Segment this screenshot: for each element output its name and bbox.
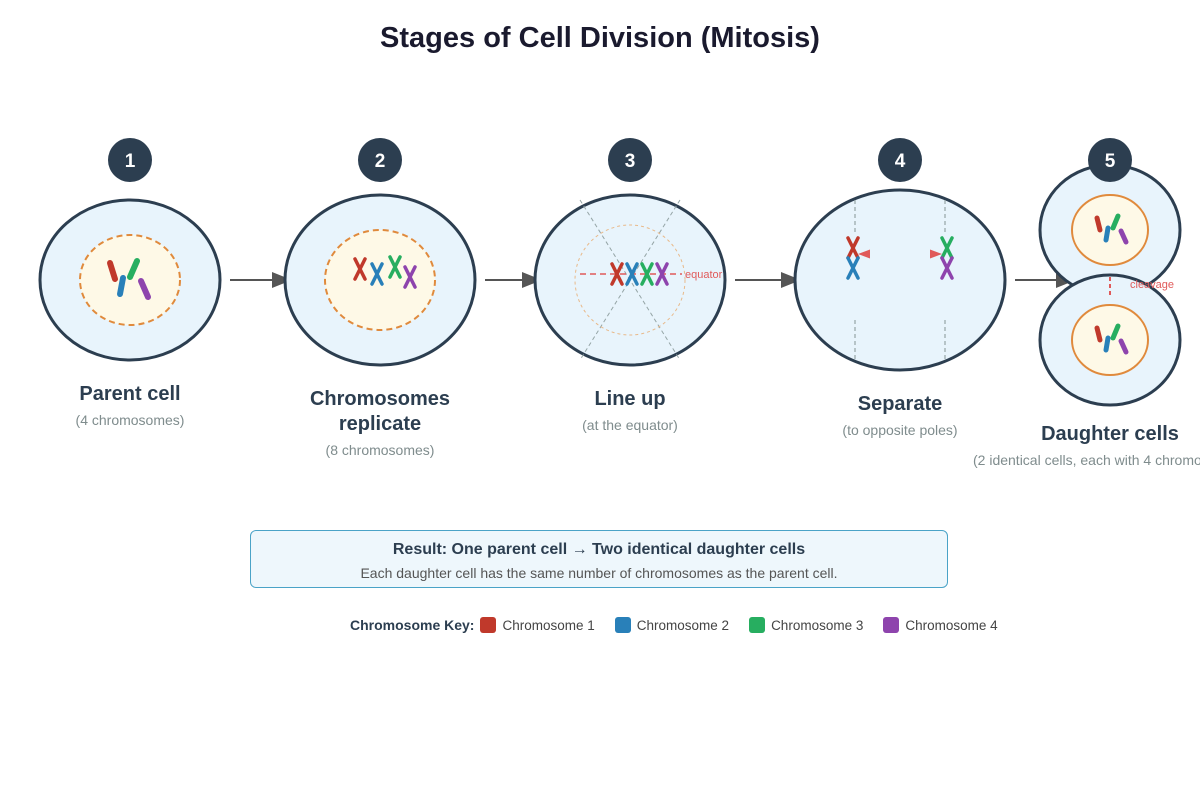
key-label-2: Chromosome 2: [636, 617, 730, 633]
key-item-chromosome-2: Chromosome 2: [614, 617, 730, 633]
mitosis-diagram: 1 Parent cell (4 chromosomes) 2 Chromoso…: [38, 138, 1200, 468]
stage-1: 1 Parent cell (4 chromosomes): [38, 138, 222, 428]
key-swatch-4: [883, 617, 900, 633]
step-badge-3: [608, 138, 652, 182]
step-number-1: 1: [125, 151, 136, 172]
step-number-5: 5: [1105, 151, 1116, 172]
stage-sub-5: (2 identical cells, each with 4 chromoso…: [973, 452, 1200, 468]
key-item-chromosome-4: Chromosome 4: [883, 617, 998, 633]
chromosome-4: [1118, 228, 1129, 245]
step-badge-2: [358, 138, 402, 182]
stage-label-4: Separate: [858, 393, 943, 415]
stage-label-3: Line up: [594, 388, 665, 410]
stage-sub-1: (4 chromosomes): [76, 412, 185, 428]
stage-sub-4: (to opposite poles): [842, 422, 957, 438]
stage-label-1: Parent cell: [79, 383, 180, 405]
chromosome-2: [117, 275, 126, 297]
key-item-chromosome-3: Chromosome 3: [749, 617, 863, 633]
stage-label-2-line2: replicate: [339, 413, 421, 435]
chromosome-1: [1094, 215, 1103, 233]
step-badge-4: [878, 138, 922, 182]
stage-sub-3: (at the equator): [582, 417, 678, 433]
step-number-2: 2: [375, 151, 386, 172]
anaphase-cell: [793, 188, 1007, 372]
result-title: Result: One parent cell → Two identical …: [392, 541, 806, 558]
key-title: Chromosome Key:: [350, 617, 475, 633]
chromosome-key: Chromosome Key: Chromosome 1 Chromosome …: [350, 615, 1018, 635]
chromosome-1: [107, 260, 118, 282]
nuclear-region: [574, 224, 686, 336]
result-box: Result: One parent cell → Two identical …: [250, 530, 948, 588]
cleavage-annotation: cleavage: [1130, 279, 1174, 291]
key-item-chromosome-1: Chromosome 1: [480, 617, 595, 633]
step-badge-5: [1088, 138, 1132, 182]
chromosome-3: [1110, 323, 1121, 341]
key-swatch-3: [749, 617, 766, 633]
chromosome-2: [1103, 225, 1111, 243]
chromosome-3: [1110, 213, 1121, 231]
step-number-3: 3: [625, 151, 636, 172]
chromosome-2: [1103, 335, 1111, 353]
chromosome-4: [1118, 338, 1129, 355]
stage-label-2-line1: Chromosomes: [310, 388, 450, 410]
key-swatch-1: [480, 617, 497, 633]
step-number-4: 4: [895, 151, 906, 172]
chromosome-1: [1094, 325, 1103, 343]
stage-label-5: Daughter cells: [1041, 423, 1179, 445]
stage-2: 2 Chromosomes replicate (8 chromosomes): [283, 138, 477, 458]
chromosome-3: [127, 258, 140, 280]
diagram-title: Stages of Cell Division (Mitosis): [380, 22, 820, 54]
result-description: Each daughter cell has the same number o…: [360, 565, 838, 581]
stage-sub-2: (8 chromosomes): [326, 442, 435, 458]
key-label-1: Chromosome 1: [502, 617, 595, 633]
key-swatch-2: [614, 617, 631, 633]
key-label-4: Chromosome 4: [905, 617, 998, 633]
stage-3: equator 3 Line up (at the equator): [533, 138, 727, 433]
equator-annotation: equator: [685, 269, 723, 281]
chromosome-4: [138, 278, 151, 300]
stage-5: cleavage 5 Daughter cells (2 identical c…: [973, 138, 1200, 468]
key-label-3: Chromosome 3: [771, 617, 864, 633]
step-badge-1: [108, 138, 152, 182]
stage-4: 4 Separate (to opposite poles): [793, 138, 1007, 438]
